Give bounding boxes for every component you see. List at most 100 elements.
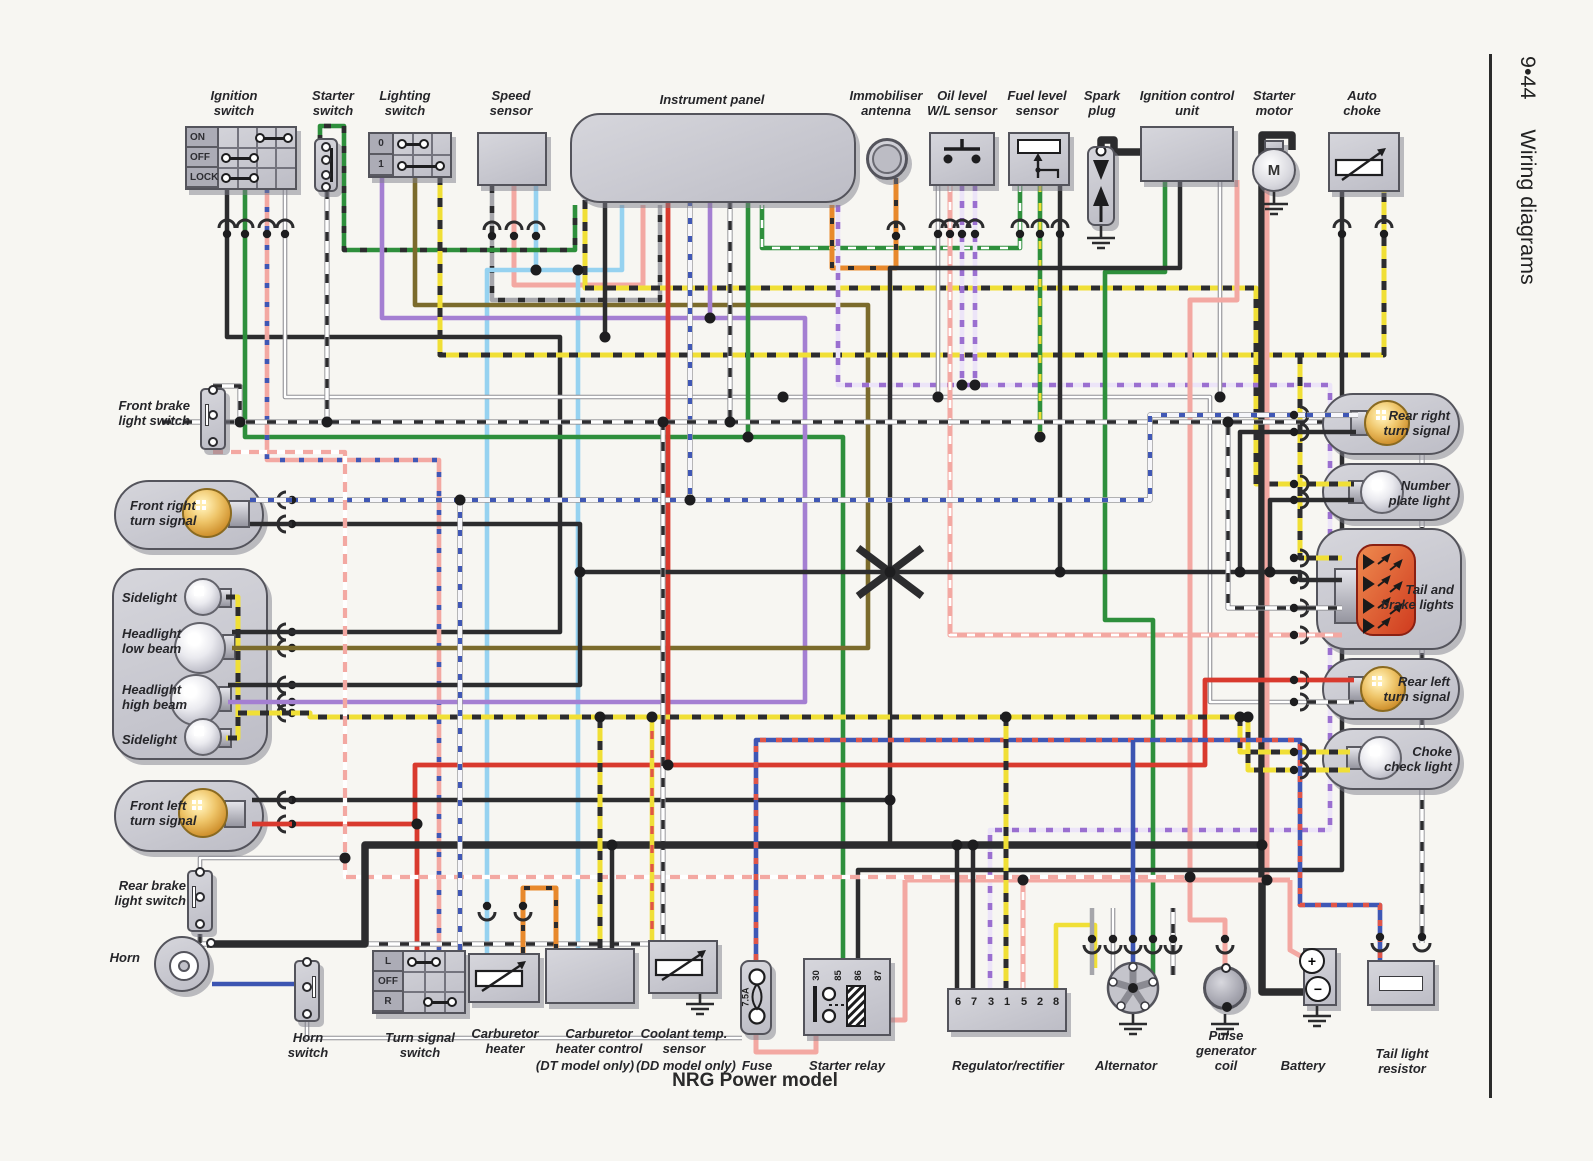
fuse-label: Fuse [741,1058,773,1073]
turn-signal-switch-label: Turn signal switch [385,1030,455,1061]
starter-motor-label: Starter motor [1253,88,1295,119]
tail-brake-lights-label: Tail and brake lights [1381,582,1454,613]
ignition-switch-label: Ignition switch [210,88,258,119]
ts-row-r: R [374,992,404,1012]
reg-terminal-8: 8 [1053,996,1060,1008]
ignition-row-lock: LOCK [187,168,219,188]
oil-level-sensor [929,132,995,186]
carburetor-heater-control-label: Carburetor heater control [555,1026,643,1057]
ignition-control-unit-label: Ignition control unit [1139,88,1235,119]
front-brake-light-switch [200,385,226,450]
ignition-switch: ON OFF LOCK [185,126,297,190]
coolant-sensor-resistor-icon [654,950,706,981]
regulator-rectifier-label: Regulator/rectifier [952,1058,1064,1073]
headlight-high-label: Headlight high beam [122,682,188,713]
starter-switch-label: Starter switch [312,88,354,119]
alternator-label: Alternator [1094,1058,1158,1073]
tail-light-resistor-label: Tail light resistor [1375,1046,1429,1077]
carburetor-heater [468,953,540,1003]
reg-terminal-5: 5 [1021,996,1028,1008]
oil-level-sensor-label: Oil level W/L sensor [927,88,997,119]
reg-terminal-2: 2 [1037,996,1044,1008]
auto-choke [1328,132,1400,192]
battery-label: Battery [1280,1058,1326,1073]
reg-terminal-6: 6 [955,996,962,1008]
rear-brake-light-switch-label: Rear brake light switch [114,878,187,909]
reg-terminal-1: 1 [1004,996,1011,1008]
speed-sensor-label: Speed sensor [489,88,533,119]
battery: + − [1299,948,1337,1006]
page-number: 9•44 [1516,56,1540,100]
rear-brake-light-switch [187,867,213,932]
turn-signal-switch: L OFF R [372,950,466,1014]
instrument-panel-label: Instrument panel [659,92,765,107]
rear-right-turn-signal-label: Rear right turn signal [1383,408,1450,439]
number-plate-light-label: Number plate light [1388,478,1450,509]
front-right-turn-signal-label: Front right turn signal [130,498,197,529]
ts-row-off: OFF [374,972,404,992]
diagram-title: NRG Power model [672,1070,838,1091]
fuel-level-sensor [1008,132,1070,186]
horn-label: Horn [109,950,140,965]
coolant-temp-sensor [648,940,718,994]
regulator-rectifier: 6 7 3 1 5 2 8 [947,988,1067,1032]
ignition-control-unit [1140,126,1234,182]
starter-motor: M [1252,148,1296,192]
lighting-row-1: 1 [370,155,394,176]
reg-terminal-3: 3 [988,996,995,1008]
led-arrows-icon [1356,544,1416,636]
alternator-symbol [1106,961,1160,1015]
front-brake-light-switch-label: Front brake light switch [118,398,190,429]
dt-model-note: (DT model only) [535,1058,635,1073]
pulse-generator-coil-label: Pulse generator coil [1196,1028,1256,1074]
battery-minus-terminal: − [1313,981,1323,997]
starter-switch [314,138,338,192]
choke-check-light-label: Choke check light [1384,744,1452,775]
lighting-row-0: 0 [370,134,394,155]
instrument-panel [570,113,856,203]
fuse-symbol [748,968,766,1025]
page-divider [1489,54,1492,1098]
page-section: Wiring diagrams [1516,129,1540,285]
oil-sensor-symbol [943,139,981,164]
starter-relay-label: Starter relay [809,1058,885,1073]
immobiliser-antenna [866,138,908,180]
spark-plug [1087,145,1115,226]
reg-terminal-7: 7 [971,996,978,1008]
battery-plus-terminal: + [1307,953,1317,969]
immobiliser-antenna-label: Immobiliser antenna [849,88,923,119]
auto-choke-resistor-icon [1334,148,1386,181]
ts-row-l: L [374,952,404,972]
speed-sensor [477,132,547,186]
relay-symbol [813,985,866,1027]
lighting-switch: 0 1 [368,132,452,178]
rear-left-turn-signal-label: Rear left turn signal [1383,674,1450,705]
fuel-sensor-symbol [1017,139,1061,178]
spark-plug-label: Spark plug [1083,88,1121,119]
spark-plug-symbol [1093,145,1109,222]
page-header: 9•44Wiring diagrams [1515,56,1540,285]
led-panel [1356,544,1422,641]
lighting-switch-label: Lighting switch [379,88,431,119]
carburetor-heater-control [545,948,635,1004]
tail-light-resistor [1367,960,1435,1006]
ignition-row-off: OFF [187,148,219,168]
alternator [1105,960,1161,1021]
sidelight-top-label: Sidelight [122,590,177,605]
starter-motor-symbol: M [1267,161,1281,179]
front-left-turn-signal-label: Front left turn signal [130,798,197,829]
pulse-generator-coil [1203,963,1247,1012]
horn-switch-label: Horn switch [287,1030,329,1061]
horn-switch [294,957,320,1022]
coolant-temp-sensor-label: Coolant temp. sensor [640,1026,728,1057]
horn [154,936,210,992]
dd-model-note: (DD model only) [636,1058,736,1073]
sidelight-bottom-label: Sidelight [122,732,177,747]
ignition-row-on: ON [187,128,219,148]
starter-relay: 30 85 86 87 [803,958,891,1036]
auto-choke-label: Auto choke [1343,88,1381,119]
carburetor-heater-label: Carburetor heater [471,1026,539,1057]
